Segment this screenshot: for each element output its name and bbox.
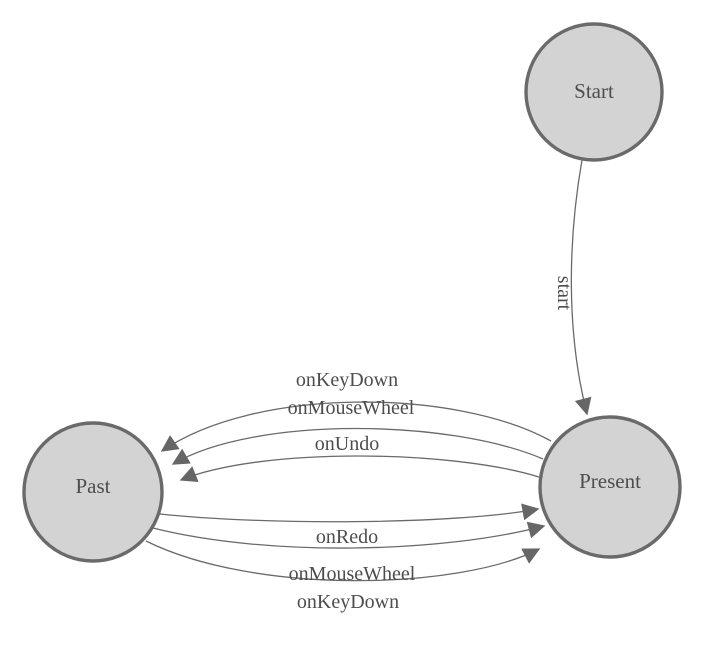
node-past-label: Past <box>75 474 110 498</box>
edge-label-onredo: onRedo <box>316 526 378 548</box>
edge-label-onundo: onUndo <box>315 433 379 455</box>
edge-past-to-present-onmousewheel <box>152 521 546 549</box>
edge-label-start: start <box>553 276 575 311</box>
node-start-circle[interactable] <box>524 22 664 162</box>
node-present[interactable]: Present <box>538 415 682 559</box>
edge-present-to-past-onkeydown <box>160 401 552 452</box>
edge-label-onkeydown-bottom: onKeyDown <box>297 591 399 613</box>
node-present-circle[interactable] <box>538 415 682 559</box>
node-start-label: Start <box>574 79 614 103</box>
edge-past-to-present-onredo <box>159 503 540 523</box>
node-past-circle[interactable] <box>22 421 164 563</box>
node-start[interactable]: Start <box>524 22 664 162</box>
edge-label-onkeydown-top: onKeyDown <box>296 369 398 391</box>
edge-label-onmousewheel-top: onMouseWheel <box>288 397 415 419</box>
node-present-label: Present <box>579 469 641 493</box>
edge-past-to-present-onkeydown <box>145 540 541 582</box>
edge-label-onmousewheel-bottom: onMouseWheel <box>289 563 416 585</box>
node-past[interactable]: Past <box>22 421 164 563</box>
edge-present-to-past-onmousewheel <box>171 427 544 465</box>
edge-start-to-present <box>570 159 592 416</box>
edge-present-to-past-onundo <box>179 455 540 483</box>
